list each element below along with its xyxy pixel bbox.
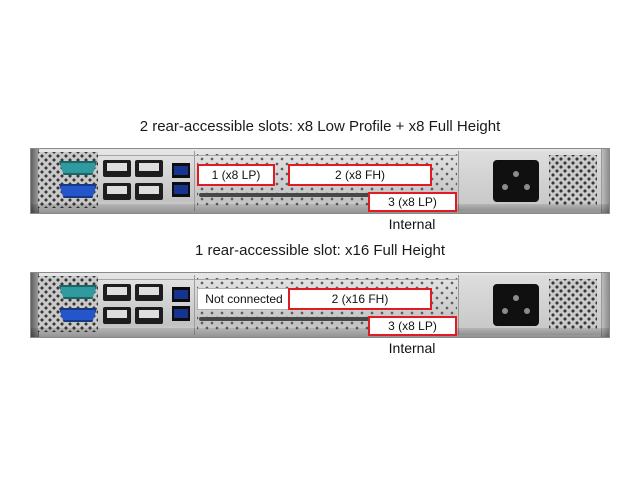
power-supply-unit <box>458 275 605 335</box>
slot-label-1: Not connected <box>197 288 291 310</box>
expansion-slot-opening <box>199 317 451 321</box>
vga-port-upper <box>59 161 97 175</box>
usb-port <box>172 306 190 321</box>
vga-port-lower <box>59 308 97 322</box>
power-supply-unit <box>458 151 605 211</box>
slot-label-2: 2 (x16 FH) <box>288 288 432 310</box>
psu-vent <box>549 155 597 205</box>
server-chassis-rear: 1 (x8 LP) 2 (x8 FH) 3 (x8 LP) <box>30 148 610 214</box>
internal-slot-caption: Internal <box>388 216 436 232</box>
ethernet-port <box>135 160 163 177</box>
psu-vent <box>549 279 597 329</box>
ethernet-port <box>103 307 131 324</box>
server-rear-diagram-1: 2 rear-accessible slots: x8 Low Profile … <box>0 118 640 240</box>
power-inlet <box>493 284 539 326</box>
perforated-panel-left <box>38 152 98 208</box>
ethernet-port <box>103 284 131 301</box>
rack-ear-right <box>601 149 609 213</box>
server-chassis-rear: Not connected 2 (x16 FH) 3 (x8 LP) <box>30 272 610 338</box>
usb-port <box>172 163 190 178</box>
expansion-slot-opening <box>199 193 451 197</box>
slot-label-3-internal: 3 (x8 LP) <box>368 316 457 336</box>
diagram-title: 2 rear-accessible slots: x8 Low Profile … <box>139 118 501 135</box>
power-inlet <box>493 160 539 202</box>
rack-ear-right <box>601 273 609 337</box>
ethernet-port <box>135 307 163 324</box>
chassis-seam <box>194 151 195 211</box>
vga-port-lower <box>59 184 97 198</box>
internal-slot-caption: Internal <box>388 340 436 356</box>
usb-port <box>172 287 190 302</box>
power-inlet-pins <box>513 171 519 177</box>
perforated-panel-left <box>38 276 98 332</box>
vga-port-upper <box>59 285 97 299</box>
slot-label-2: 2 (x8 FH) <box>288 164 432 186</box>
ethernet-port <box>135 284 163 301</box>
usb-port <box>172 182 190 197</box>
diagram-title: 1 rear-accessible slot: x16 Full Height <box>194 242 446 259</box>
ethernet-port <box>135 183 163 200</box>
chassis-seam <box>194 275 195 335</box>
ethernet-port <box>103 160 131 177</box>
power-inlet-pins <box>513 295 519 301</box>
slot-label-1: 1 (x8 LP) <box>197 164 275 186</box>
ethernet-port <box>103 183 131 200</box>
server-rear-diagram-2: 1 rear-accessible slot: x16 Full Height … <box>0 242 640 364</box>
slot-label-3-internal: 3 (x8 LP) <box>368 192 457 212</box>
